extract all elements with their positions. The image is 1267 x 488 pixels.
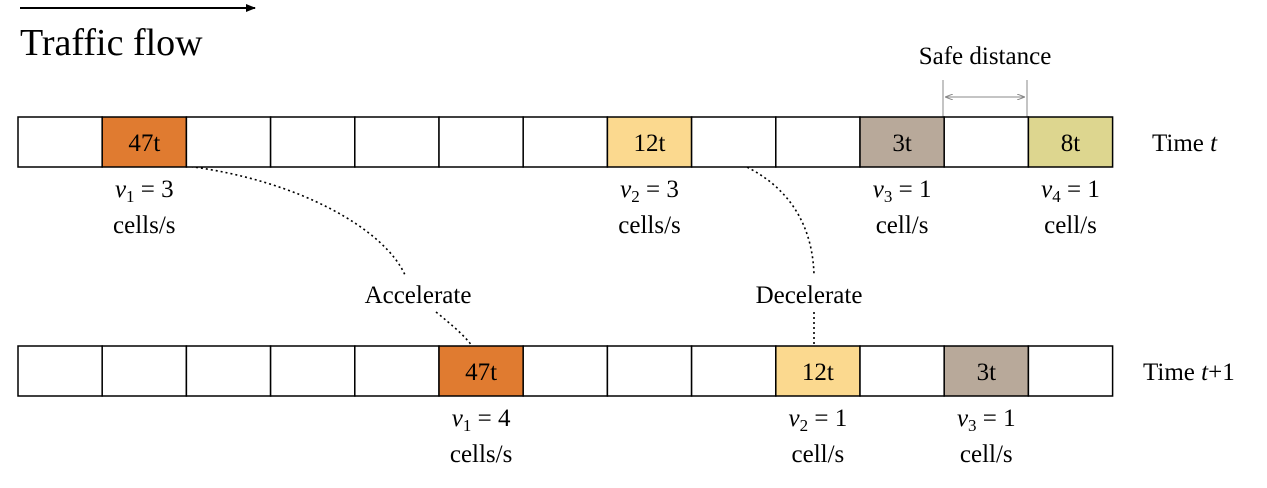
vehicle-cell xyxy=(101,116,188,168)
velocity-unit-label: cell/s xyxy=(960,441,1013,468)
accelerate-label: Accelerate xyxy=(365,282,472,309)
velocity-unit-label: cells/s xyxy=(450,441,513,468)
empty-cell xyxy=(354,116,440,168)
empty-cell xyxy=(17,116,103,168)
empty-cell xyxy=(185,116,272,168)
empty-cell xyxy=(269,116,356,168)
vehicle-label: 47t xyxy=(128,130,160,157)
velocity-unit-label: cell/s xyxy=(1044,212,1097,239)
empty-cell xyxy=(943,116,1030,168)
empty-cell xyxy=(1027,345,1114,397)
velocity-label: v2 = 1 xyxy=(789,405,848,435)
accelerate-connector-upper xyxy=(185,165,406,276)
vehicle-label: 3t xyxy=(977,359,997,386)
vehicle-cell xyxy=(943,345,1030,397)
vehicle-label: 12t xyxy=(634,130,666,157)
empty-cell xyxy=(17,345,103,397)
empty-cell xyxy=(859,345,945,397)
accelerate-connector-lower xyxy=(435,311,473,347)
velocity-unit-label: cell/s xyxy=(876,212,929,239)
empty-cell xyxy=(690,116,777,168)
velocity-unit-label: cells/s xyxy=(113,212,176,239)
vehicle-cell xyxy=(1027,116,1114,168)
velocity-unit-label: cells/s xyxy=(618,212,681,239)
decelerate-connector-upper xyxy=(689,149,815,276)
empty-cell xyxy=(185,345,272,397)
decelerate-label: Decelerate xyxy=(756,282,863,309)
cell-row-0: 47t 12t 3t 8t Time t v1 = 3 cells/s v2 = 3 cells… xyxy=(17,116,1218,239)
empty-cell xyxy=(522,116,609,168)
traffic-flow-label: Traffic flow xyxy=(20,22,203,64)
time-label: Time t+1 xyxy=(1143,359,1235,386)
vehicle-cell xyxy=(859,116,945,168)
safe-distance-bracket xyxy=(942,80,1028,117)
cell-row-1: 47t 12t 3t Time t+1 v1 = 4 cells/s v2 = 1 cell/… xyxy=(17,345,1235,468)
vehicle-cell xyxy=(438,345,524,397)
empty-cell xyxy=(438,116,524,168)
vehicle-label: 47t xyxy=(465,359,497,386)
empty-cell xyxy=(354,345,440,397)
empty-cell xyxy=(690,345,777,397)
vehicle-cell xyxy=(775,345,861,397)
empty-cell xyxy=(522,345,609,397)
velocity-label: v1 = 3 xyxy=(115,176,174,206)
empty-cell xyxy=(606,345,693,397)
vehicle-label: 3t xyxy=(892,130,912,157)
empty-cell xyxy=(269,345,356,397)
vehicle-label: 12t xyxy=(802,359,834,386)
velocity-label: v4 = 1 xyxy=(1041,176,1100,206)
velocity-label: v2 = 3 xyxy=(620,176,679,206)
empty-cell xyxy=(101,345,188,397)
velocity-label: v3 = 1 xyxy=(957,405,1016,435)
empty-cell xyxy=(775,116,861,168)
vehicle-label: 8t xyxy=(1061,130,1081,157)
velocity-label: v1 = 4 xyxy=(452,405,511,435)
velocity-unit-label: cell/s xyxy=(792,441,845,468)
safe-distance-label: Safe distance xyxy=(919,43,1052,70)
velocity-label: v3 = 1 xyxy=(873,176,932,206)
time-label: Time t xyxy=(1152,130,1218,157)
